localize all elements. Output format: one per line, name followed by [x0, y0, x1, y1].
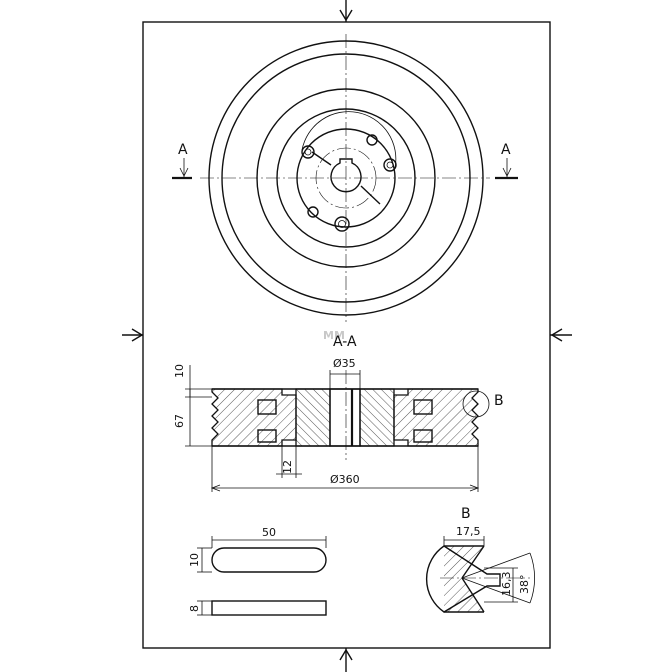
key-top-view: [197, 536, 327, 573]
section-label-left: A: [178, 142, 188, 158]
dim-groove-angle: 38°: [518, 575, 531, 595]
section-title: A-A: [333, 334, 357, 350]
detail-title: B: [461, 506, 471, 522]
section-dimensions: [185, 365, 480, 492]
section-label-right: A: [501, 142, 511, 158]
dim-height: 67: [173, 414, 186, 428]
dim-groove-depth: 16,3: [500, 572, 513, 597]
key-side-view: [197, 600, 327, 616]
section-marker-left: [172, 158, 192, 180]
detail-callout-b: B: [494, 393, 504, 409]
centering-marks: [122, 0, 572, 672]
dim-groove-width: 17,5: [456, 525, 481, 538]
dim-bore: Ø35: [333, 357, 356, 370]
dim-key-length: 50: [262, 526, 276, 539]
section-view: [211, 370, 490, 460]
dim-outer-diameter: Ø360: [330, 473, 360, 486]
section-marker-right: [495, 158, 518, 180]
front-view: [200, 34, 490, 322]
dim-hub-step: 12: [281, 460, 294, 474]
detail-b-view: [425, 536, 536, 613]
dim-key-thickness: 8: [188, 605, 201, 612]
watermark: MM: [323, 329, 345, 342]
dim-groove-top: 10: [173, 364, 186, 378]
dim-key-width: 10: [188, 553, 201, 567]
